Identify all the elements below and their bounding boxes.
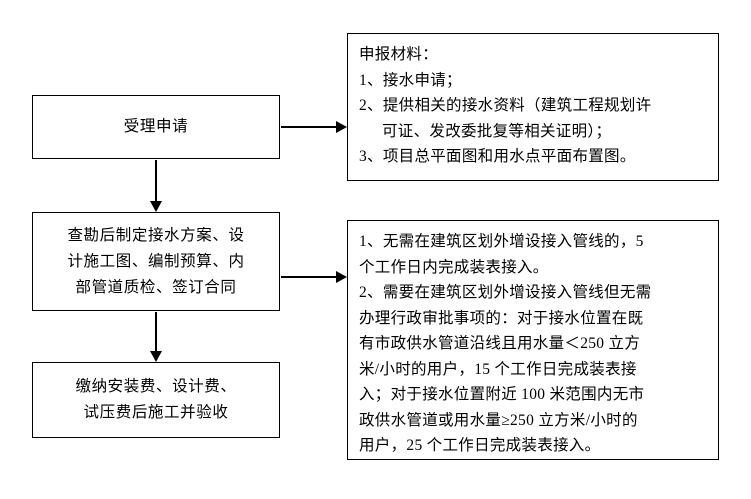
arrow-accept-to-survey — [150, 160, 162, 212]
arrow-head-right-icon — [336, 271, 347, 283]
note-line: 个工作日内完成装表接入。 — [359, 258, 549, 276]
process-box-survey-plan[interactable]: 查勘后制定接水方案、设 计施工图、编制预算、内 部管道质检、签订合同 — [32, 212, 280, 311]
arrow-accept-to-materials — [281, 121, 347, 133]
arrow-head-down-icon — [150, 201, 162, 212]
process-box-pay-and-construct-label: 缴纳安装费、设计费、 试压费后施工并验收 — [75, 378, 237, 421]
arrow-shaft — [155, 160, 157, 202]
note-line: 1、无需在建筑区划外增设接入管线的，5 — [359, 233, 644, 250]
note-line: 2、需要在建筑区划外增设接入管线但无需 — [359, 284, 652, 301]
note-line: 办理行政审批事项的：对于接水位置在既 — [359, 309, 644, 327]
arrow-shaft — [281, 126, 337, 128]
process-box-survey-plan-label: 查勘后制定接水方案、设 计施工图、编制预算、内 部管道质检、签订合同 — [67, 226, 245, 296]
note-line: 可证、发改委批复等相关证明）； — [382, 122, 612, 140]
note-line: 有市政供水管道沿线且用水量＜250 立方 — [359, 335, 641, 352]
note-line: 2、提供相关的接水资料（建筑工程规划许 — [359, 97, 652, 114]
arrow-shaft — [155, 312, 157, 352]
arrow-survey-to-timelimits — [281, 271, 347, 283]
arrow-head-down-icon — [150, 351, 162, 362]
process-box-accept-application[interactable]: 受理申请 — [32, 95, 280, 159]
note-line: 政供水管道或用水量≥250 立方米/小时的 — [359, 411, 638, 429]
note-line: 米/小时的用户，15 个工作日完成装表接 — [359, 360, 637, 378]
arrow-survey-to-pay — [150, 312, 162, 362]
note-line: 用户，25 个工作日完成装表接入。 — [359, 437, 601, 454]
note-line: 申报材料： — [359, 46, 439, 63]
note-box-time-limits[interactable]: 1、无需在建筑区划外增设接入管线的，5 个工作日内完成装表接入。 2、需要在建筑… — [347, 220, 719, 460]
arrow-shaft — [281, 276, 337, 278]
process-box-pay-and-construct[interactable]: 缴纳安装费、设计费、 试压费后施工并验收 — [32, 362, 280, 438]
note-line: 入；对于接水位置附近 100 米范围内无市 — [359, 386, 645, 403]
note-line: 3、项目总平面图和用水点平面布置图。 — [359, 148, 636, 165]
process-box-accept-application-label: 受理申请 — [123, 118, 189, 135]
note-box-application-materials[interactable]: 申报材料： 1、接水申请； 2、提供相关的接水资料（建筑工程规划许 可证、发改委… — [347, 33, 719, 181]
note-line: 1、接水申请； — [359, 71, 462, 89]
arrow-head-right-icon — [336, 121, 347, 133]
